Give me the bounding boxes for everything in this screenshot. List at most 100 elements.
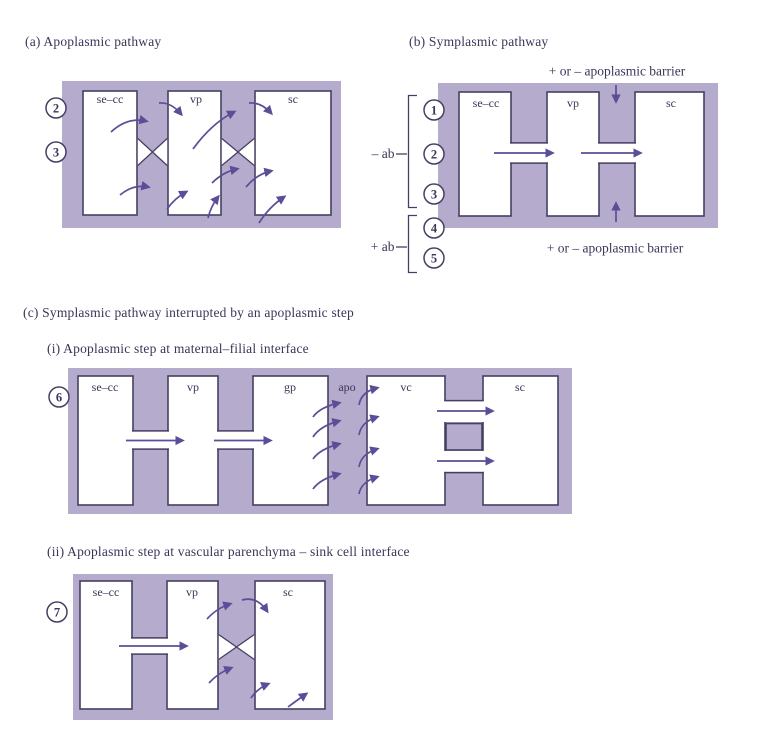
panel-b-diagram: se–cc vp sc + or – apoplasmic barrier + … [371, 64, 718, 274]
wall-island [445, 422, 483, 451]
badge-circle [46, 601, 68, 623]
apoplasmic-step-arrow [358, 446, 380, 468]
step-badge-5: 5 [423, 247, 445, 269]
flow-arrow [208, 665, 234, 684]
flow-arrow [110, 114, 149, 133]
cell-label-se-cc: se–cc [93, 585, 120, 599]
badge-circle [423, 183, 445, 205]
cell-label-vp: vp [190, 92, 202, 106]
cell-se-cc [79, 580, 133, 710]
channel-edges [217, 430, 254, 450]
closed-plasmodesmata [137, 138, 168, 166]
panel-ci-title: (i) Apoplasmic step at maternal–filial i… [47, 341, 309, 356]
badge-number: 2 [53, 102, 59, 116]
step-badge-7: 7 [46, 601, 68, 623]
panel-b-title: (b) Symplasmic pathway [409, 34, 549, 49]
bowtie-lower [221, 152, 255, 166]
badge-circle [45, 141, 67, 163]
cell-sc [254, 580, 326, 710]
barrier-label-bottom: + or – apoplasmic barrier [547, 241, 684, 256]
badge-number: 6 [56, 391, 62, 405]
flow-arrow [206, 601, 233, 620]
channel-edges [132, 430, 169, 450]
x-cross [218, 634, 255, 660]
apoplasmic-step-arrow [312, 471, 342, 490]
step-badge-2: 2 [423, 143, 445, 165]
cell-label-vp: vp [186, 585, 198, 599]
apoplasmic-step-arrow [358, 414, 380, 436]
step-badge-4: 4 [423, 217, 445, 239]
channel-edges [510, 142, 548, 164]
cell-label-vp: vp [567, 96, 579, 110]
flow-arrow [166, 190, 189, 210]
region-label-apo: apo [338, 380, 355, 394]
x-cross [221, 138, 255, 166]
apoplasmic-step-arrow [358, 385, 380, 406]
panel-cii-diagram: se–cc vp sc 7 [46, 574, 333, 720]
step-badge-3: 3 [45, 141, 67, 163]
badge-circle [48, 386, 70, 408]
bowtie-upper [137, 138, 168, 152]
badge-number: 3 [53, 146, 59, 160]
cell-label-se-cc: se–cc [97, 92, 124, 106]
flow-arrow [158, 102, 183, 117]
flow-arrow [211, 165, 240, 184]
bowtie-upper [221, 138, 255, 152]
cell-sc [634, 91, 705, 217]
cell-label-sc: sc [288, 92, 298, 106]
cell-label-sc: sc [666, 96, 676, 110]
panel-cii-title: (ii) Apoplasmic step at vascular parench… [47, 544, 410, 559]
bowtie-upper [218, 634, 255, 647]
cell-se-cc [82, 90, 138, 216]
panel-a-title: (a) Apoplasmic pathway [25, 34, 162, 49]
x-cross [137, 138, 168, 166]
cell-label-sc: sc [283, 585, 293, 599]
barrier-label-top: + or – apoplasmic barrier [549, 64, 686, 79]
step-badge-6: 6 [48, 386, 70, 408]
badge-number: 1 [431, 104, 437, 118]
apoplasmic-step-arrow [312, 441, 342, 460]
badge-number: 7 [54, 606, 60, 620]
cell-label-vc: vc [400, 380, 411, 394]
cell-label-gp: gp [284, 380, 296, 394]
apoplasmic-step-arrow [312, 399, 342, 418]
plus-ab-label: + ab [371, 239, 395, 254]
apoplasmic-step-arrow [312, 418, 342, 438]
bracket-minus-ab [407, 94, 417, 209]
cell-sc [482, 375, 559, 506]
minus-ab-label: – ab [371, 146, 395, 161]
badge-circle [423, 143, 445, 165]
badge-number: 2 [431, 148, 437, 162]
cell-vp [546, 91, 600, 217]
badge-circle [423, 217, 445, 239]
badge-number: 4 [431, 222, 438, 236]
cell-vp [166, 580, 219, 710]
bowtie-lower [218, 647, 255, 660]
bowtie-lower [137, 152, 168, 166]
flow-arrow [245, 167, 274, 188]
flow-arrow [241, 598, 269, 614]
cell-se-cc [458, 91, 512, 217]
cell-label-sc: sc [515, 380, 525, 394]
badge-circle [423, 247, 445, 269]
cell-label-vp: vp [187, 380, 199, 394]
panel-c-title: (c) Symplasmic pathway interrupted by an… [23, 305, 354, 320]
cell-vc [366, 375, 446, 506]
badge-number: 5 [431, 252, 437, 266]
bracket-plus-ab [407, 214, 417, 274]
flow-arrow [207, 194, 220, 219]
panel-ci-diagram: se–cc vp gp apo vc sc 6 [48, 368, 572, 514]
channel-edges [598, 142, 636, 164]
flow-arrow [258, 195, 287, 224]
step-badge-1: 1 [423, 99, 445, 121]
step-badge-3: 3 [423, 183, 445, 205]
cell-label-se-cc: se–cc [473, 96, 500, 110]
flow-arrow [250, 682, 271, 699]
channel-edges [131, 637, 168, 655]
closed-plasmodesmata [218, 634, 255, 660]
flow-arrow [192, 110, 237, 150]
step-badge-2: 2 [45, 97, 67, 119]
flow-arrow [119, 181, 151, 196]
